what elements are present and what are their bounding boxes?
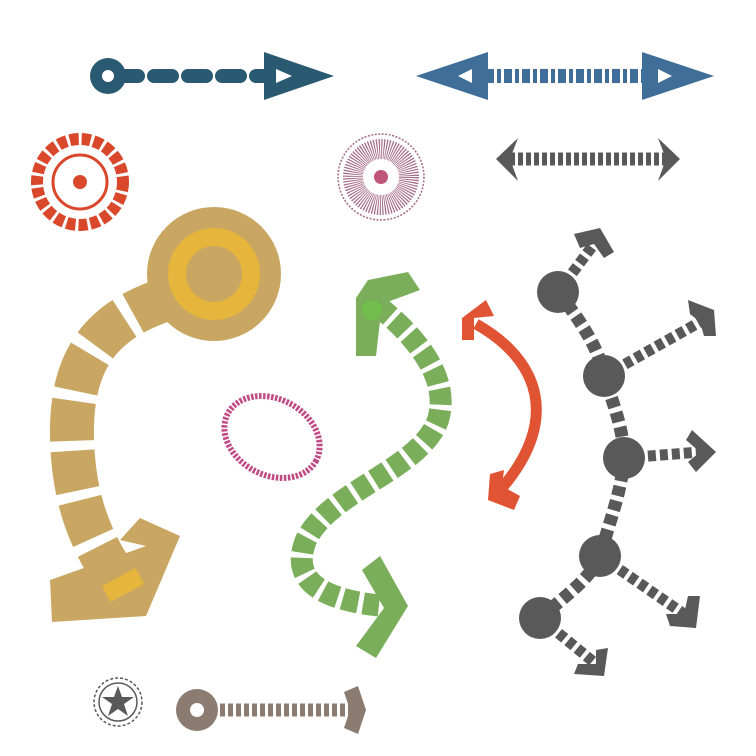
gray-branching-arrows-icon — [519, 228, 716, 676]
mauve-hatched-target-icon — [337, 133, 425, 221]
green-s-arrow-icon — [290, 272, 452, 658]
red-curved-double-arrow-icon — [462, 300, 542, 510]
magenta-dashed-ellipse-icon — [221, 393, 323, 481]
brown-dashed-arrow-icon — [176, 686, 366, 734]
star-badge-icon — [93, 677, 143, 727]
tan-curved-arrow-icon — [49, 207, 281, 622]
blue-double-arrow-icon — [416, 52, 714, 100]
gray-double-chevron-arrow-icon — [496, 138, 680, 181]
red-dashed-target-icon — [31, 133, 129, 231]
teal-dashed-arrow-icon — [90, 52, 334, 100]
